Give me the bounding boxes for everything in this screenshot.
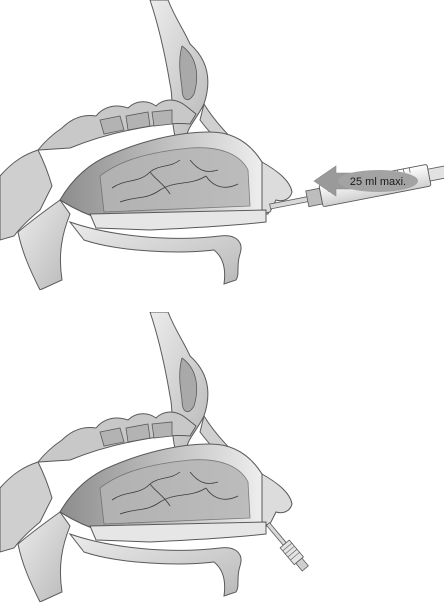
- nasal-cavity-tip-illustration: [0, 312, 444, 602]
- diagram-panel-with-inserted-tip: [0, 312, 444, 602]
- nasal-cavity-syringe-illustration: 25 ml maxi.: [0, 0, 444, 290]
- hard-palate: [90, 522, 266, 542]
- palate-floor: [70, 534, 241, 596]
- nasal-tip: [262, 474, 292, 526]
- arrow-volume-label: 25 ml maxi.: [350, 176, 406, 188]
- palate-floor: [70, 222, 241, 284]
- diagram-panel-with-syringe: 25 ml maxi.: [0, 0, 444, 290]
- syringe-tip: [263, 520, 309, 572]
- hard-palate: [90, 210, 266, 230]
